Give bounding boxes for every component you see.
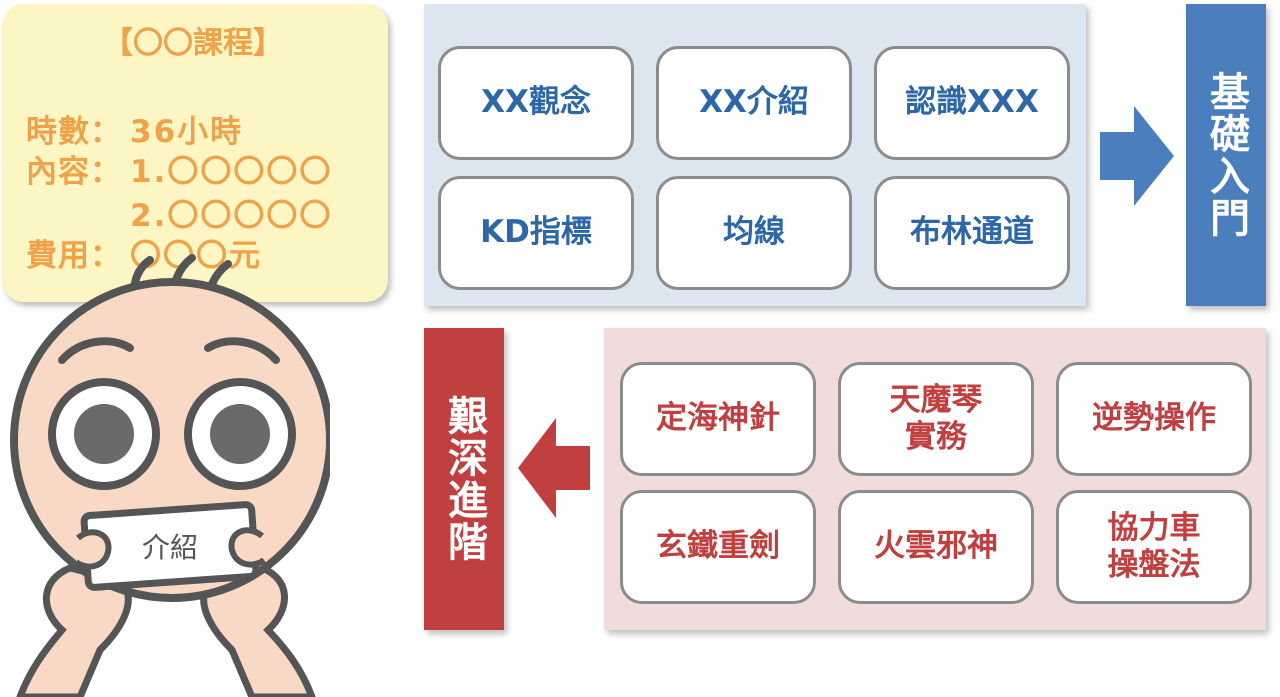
- advanced-topic-1: 定海神針: [620, 362, 816, 476]
- arrow-right-icon: [1100, 106, 1174, 206]
- advanced-topic-5: 火雲邪神: [838, 490, 1034, 604]
- course-title: 【〇〇課程】: [103, 26, 283, 61]
- advanced-topic-6: 協力車 操盤法: [1056, 490, 1252, 604]
- basic-topic-6: 布林通道: [874, 176, 1070, 290]
- basic-level-text: 基礎入門: [1203, 71, 1249, 239]
- basic-level-label: 基礎入門: [1186, 4, 1266, 306]
- content-item-1: 1.〇〇〇〇〇: [130, 154, 333, 190]
- hours-label: 時數：: [26, 114, 122, 150]
- advanced-topic-4: 玄鐵重劍: [620, 490, 816, 604]
- basic-topic-5: 均線: [656, 176, 852, 290]
- advanced-level-label: 艱深進階: [424, 328, 504, 630]
- basic-topic-2: XX介紹: [656, 46, 852, 160]
- advanced-topic-2: 天魔琴 實務: [838, 362, 1034, 476]
- advanced-level-text: 艱深進階: [441, 395, 487, 563]
- worried-face-mascot-icon: 介紹: [10, 254, 330, 697]
- fee-label: 費用：: [26, 238, 122, 274]
- advanced-topic-3: 逆勢操作: [1056, 362, 1252, 476]
- content-item-2: 2.〇〇〇〇〇: [130, 198, 333, 234]
- basic-topic-1: XX觀念: [438, 46, 634, 160]
- mascot-paper-text: 介紹: [142, 531, 198, 564]
- content-label: 內容：: [26, 154, 122, 190]
- basic-topic-4: KD指標: [438, 176, 634, 290]
- hours-value: 36小時: [130, 114, 244, 150]
- arrow-left-icon: [518, 418, 590, 518]
- basic-topic-3: 認識XXX: [874, 46, 1070, 160]
- course-info-card: [2, 4, 388, 302]
